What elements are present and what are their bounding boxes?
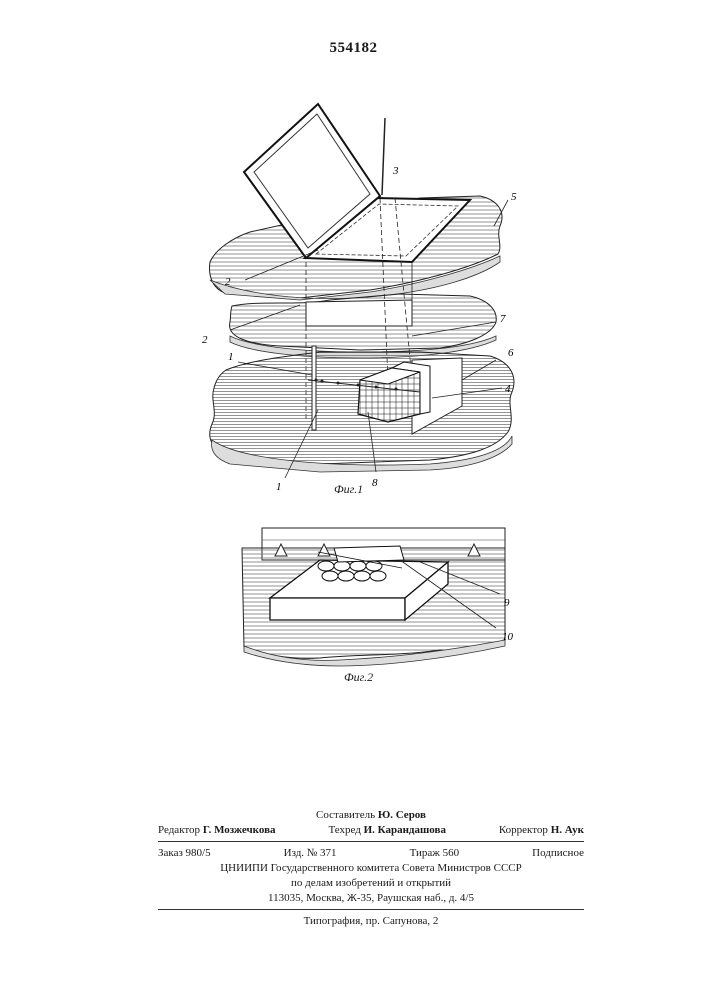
hanger-rod bbox=[382, 118, 385, 195]
corrector: Корректор Н. Аук bbox=[499, 823, 584, 838]
techred-label: Техред bbox=[328, 824, 360, 836]
ref-6: 6 bbox=[508, 347, 514, 359]
address-line: 113035, Москва, Ж-35, Раушская наб., д. … bbox=[158, 891, 584, 906]
ref-7: 7 bbox=[500, 313, 506, 325]
circulation: Тираж 560 bbox=[410, 846, 460, 861]
figure-2: 9 10 bbox=[242, 528, 514, 666]
techred: Техред И. Карандашова bbox=[328, 823, 446, 838]
ref-9: 9 bbox=[504, 597, 510, 609]
ref-3: 3 bbox=[392, 165, 399, 177]
editor: Редактор Г. Мозжечкова bbox=[158, 823, 276, 838]
corrector-name: Н. Аук bbox=[551, 824, 584, 836]
ref-5: 5 bbox=[511, 191, 517, 203]
compiler-line: Составитель Ю. Серов bbox=[158, 808, 584, 823]
staff-line: Редактор Г. Мозжечкова Техред И. Каранда… bbox=[158, 823, 584, 838]
ref-1-lower: 1 bbox=[276, 481, 282, 493]
compiler-label: Составитель bbox=[316, 809, 375, 821]
compiler-name: Ю. Серов bbox=[378, 809, 426, 821]
ref-2-lower: 2 bbox=[202, 334, 208, 346]
techred-name: И. Карандашова bbox=[364, 824, 446, 836]
figure-1-caption: Фиг.1 bbox=[334, 482, 363, 497]
imprint-divider bbox=[158, 841, 584, 842]
order-number: Заказ 980/5 bbox=[158, 846, 211, 861]
printer-line: Типография, пр. Сапунова, 2 bbox=[158, 914, 584, 929]
subscription: Подписное bbox=[532, 846, 584, 861]
editor-name: Г. Мозжечкова bbox=[203, 824, 276, 836]
editor-label: Редактор bbox=[158, 824, 200, 836]
order-line: Заказ 980/5 Изд. № 371 Тираж 560 Подписн… bbox=[158, 846, 584, 861]
edition-number: Изд. № 371 bbox=[284, 846, 337, 861]
imprint-block: Составитель Ю. Серов Редактор Г. Мозжечк… bbox=[158, 808, 584, 929]
figure-2-caption: Фиг.2 bbox=[344, 670, 373, 685]
imprint-divider-2 bbox=[158, 909, 584, 910]
org-line-1: ЦНИИПИ Государственного комитета Совета … bbox=[158, 861, 584, 876]
corrector-label: Корректор bbox=[499, 824, 548, 836]
ref-8: 8 bbox=[372, 477, 378, 489]
ref-2-upper: 2 bbox=[225, 276, 231, 288]
org-line-2: по делам изобретений и открытий bbox=[158, 876, 584, 891]
ref-10: 10 bbox=[502, 631, 514, 643]
ref-1-upper: 1 bbox=[228, 351, 234, 363]
figure-1: 3 5 2 2 7 6 1 4 1 8 bbox=[202, 104, 517, 493]
ref-4: 4 bbox=[505, 383, 511, 395]
